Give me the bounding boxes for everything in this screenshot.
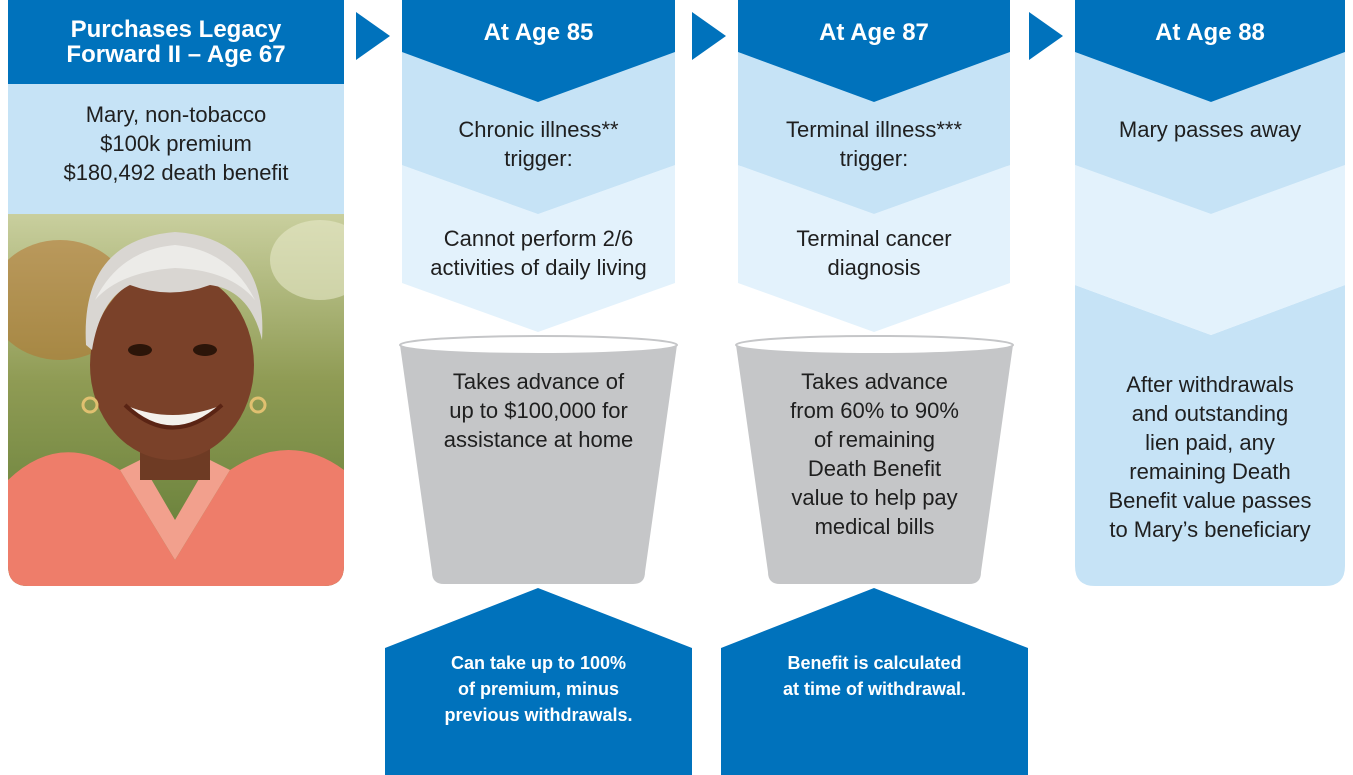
- col3-footer-box: [721, 588, 1028, 775]
- col2-footer-box: [385, 588, 692, 775]
- col3-bucket-text: Takes advance from 60% to 90% of remaini…: [746, 367, 1003, 541]
- col3-bucket-line: Death Benefit: [807, 456, 942, 481]
- col2-trigger-line: Chronic illness**: [458, 117, 619, 142]
- col2-condition-chevron: [402, 250, 675, 332]
- col1-title-line2: Forward II – Age 67: [66, 41, 286, 68]
- col1-header-box: [8, 0, 344, 84]
- col3-condition-line: Terminal cancer: [796, 226, 952, 251]
- col4-outcome-line: remaining Death: [1129, 459, 1291, 484]
- col3-header-chevron: [738, 0, 1010, 102]
- arrow-icon: [1029, 12, 1063, 60]
- col1-info-box: [8, 84, 344, 214]
- col4-middle-chevron: [1075, 165, 1345, 335]
- col4-outcome-line: Benefit value passes: [1108, 488, 1312, 513]
- col3-title: At Age 87: [819, 18, 929, 46]
- col4-event-chevron: [1075, 52, 1345, 214]
- col2-footer-line: previous withdrawals.: [444, 705, 633, 725]
- col3-footer-line: at time of withdrawal.: [782, 679, 967, 699]
- col1-info: Mary, non-tobacco $100k premium $180,492…: [8, 100, 344, 187]
- col3-trigger-chevron: [738, 115, 1010, 214]
- col3-trigger-line: trigger:: [839, 146, 909, 171]
- col4-outcome-line: and outstanding: [1131, 401, 1289, 426]
- col3-footer-line: Benefit is calculated: [787, 653, 962, 673]
- col3-footer-text: Benefit is calculated at time of withdra…: [721, 650, 1028, 702]
- col2-bucket-line: Takes advance of: [452, 369, 625, 394]
- col3-condition: Terminal cancer diagnosis: [738, 224, 1010, 282]
- col3-trigger-line: Terminal illness***: [785, 117, 963, 142]
- col1-info-line: $100k premium: [100, 131, 252, 156]
- col2-condition-line: Cannot perform 2/6: [443, 226, 634, 251]
- col2-footer-line: Can take up to 100%: [450, 653, 627, 673]
- col4-outcome-line: After withdrawals: [1126, 372, 1294, 397]
- col3-trigger: Terminal illness*** trigger:: [738, 115, 1010, 173]
- col4-event: Mary passes away: [1118, 117, 1302, 142]
- col2-footer-line: of premium, minus: [457, 679, 619, 699]
- col1-title: Purchases Legacy Forward II – Age 67: [8, 2, 344, 82]
- col4-outcome-line: lien paid, any: [1145, 430, 1275, 455]
- col2-trigger: Chronic illness** trigger:: [402, 115, 675, 173]
- col4-outcome-line: to Mary’s beneficiary: [1109, 517, 1311, 542]
- col2-condition: Cannot perform 2/6 activities of daily l…: [402, 224, 675, 282]
- col1-info-line: $180,492 death benefit: [63, 160, 289, 185]
- col3-condition-chevron: [738, 165, 1010, 332]
- col4-outcome: After withdrawals and outstanding lien p…: [1075, 370, 1345, 544]
- col4-title: At Age 88: [1155, 18, 1265, 46]
- col2-footer-text: Can take up to 100% of premium, minus pr…: [385, 650, 692, 728]
- portrait-photo: [8, 214, 344, 586]
- col2-bucket-text: Takes advance of up to $100,000 for assi…: [410, 367, 667, 454]
- arrow-icon: [692, 12, 726, 60]
- col2-title: At Age 85: [483, 18, 594, 46]
- arrow-icon: [356, 12, 390, 60]
- col3-bucket-line: value to help pay: [791, 485, 958, 510]
- col1-title-line1: Purchases Legacy: [70, 16, 282, 43]
- col2-condition-line: activities of daily living: [430, 255, 647, 280]
- col3-bucket-line: of remaining: [813, 427, 936, 452]
- col2-bucket: [399, 335, 678, 584]
- col4-outcome-box: [1075, 285, 1345, 586]
- col3-bucket: [735, 335, 1014, 584]
- col3-bucket-line: Takes advance: [801, 369, 948, 394]
- col3-bucket-line: medical bills: [814, 514, 935, 539]
- col3-condition-line: diagnosis: [827, 255, 921, 280]
- col2-trigger-line: trigger:: [504, 146, 573, 171]
- col3-bucket-line: from 60% to 90%: [790, 398, 959, 423]
- col4-header-chevron: [1075, 0, 1345, 102]
- col2-bucket-line: up to $100,000 for: [449, 398, 628, 423]
- col1-info-line: Mary, non-tobacco: [85, 102, 267, 127]
- col2-bucket-line: assistance at home: [443, 427, 634, 452]
